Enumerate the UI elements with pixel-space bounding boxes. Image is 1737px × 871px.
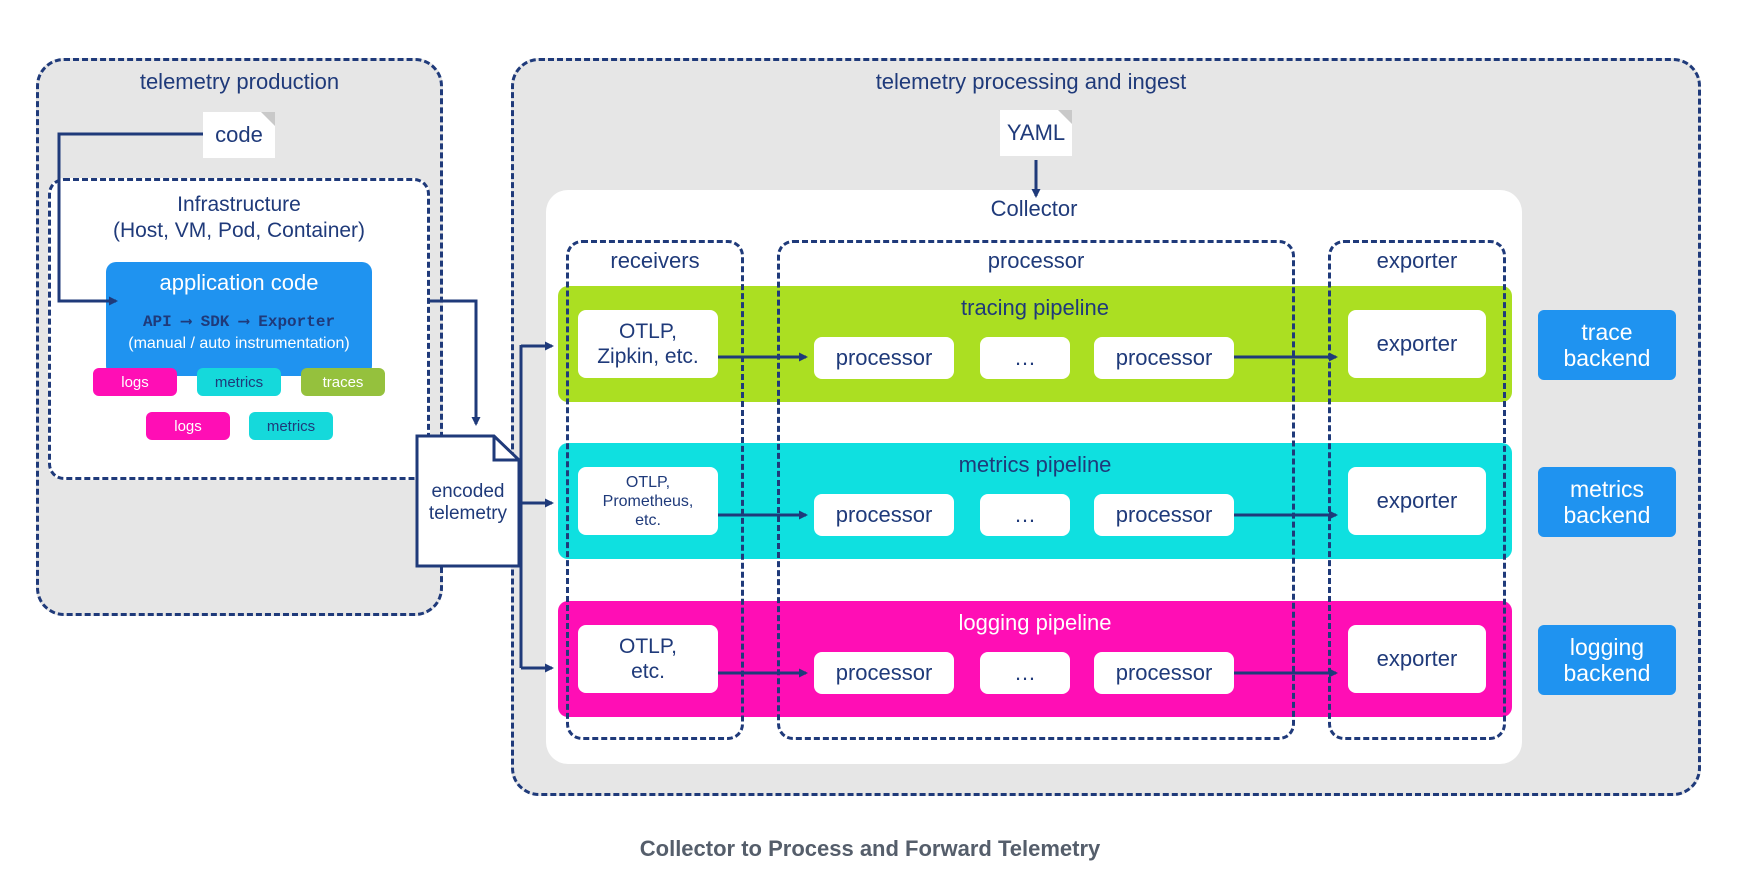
- application-code-flow: API ⟶ SDK ⟶ Exporter: [142, 313, 336, 331]
- metrics-receiver-line-3: etc.: [635, 511, 661, 529]
- metrics-signal-inner: metrics: [197, 368, 281, 396]
- logging-receiver-line-1: OTLP,: [619, 635, 677, 658]
- trace-backend-line-2: backend: [1563, 345, 1651, 371]
- logging-exporter: exporter: [1348, 625, 1486, 693]
- metrics-backend: metrics backend: [1538, 467, 1676, 537]
- logging-backend-line-2: backend: [1563, 660, 1651, 686]
- yaml-file-fold: [1058, 110, 1072, 124]
- tracing-receiver: OTLP, Zipkin, etc.: [578, 310, 718, 378]
- logging-pipeline-title: logging pipeline: [958, 610, 1112, 635]
- logs-signal-inner: logs: [93, 368, 177, 396]
- tracing-receiver-line-2: Zipkin, etc.: [597, 345, 699, 368]
- tracing-processor-ellipsis: …: [980, 337, 1070, 379]
- processor-column-title: processor: [987, 248, 1085, 273]
- logging-processor-ellipsis: …: [980, 652, 1070, 694]
- code-file: code: [203, 112, 275, 158]
- logs-signal-outer: logs: [146, 412, 230, 440]
- receivers-column: [566, 240, 744, 740]
- tracing-processor-1: processor: [814, 337, 954, 379]
- tracing-receiver-line-1: OTLP,: [619, 320, 677, 343]
- telemetry-production-title: telemetry production: [139, 69, 340, 94]
- logging-backend: logging backend: [1538, 625, 1676, 695]
- exporter-column-title: exporter: [1376, 248, 1458, 273]
- logging-backend-line-1: logging: [1569, 634, 1645, 660]
- metrics-backend-line-1: metrics: [1569, 476, 1645, 502]
- diagram-caption: Collector to Process and Forward Telemet…: [639, 836, 1101, 861]
- metrics-processor-ellipsis: …: [980, 494, 1070, 536]
- tracing-processor-2: processor: [1094, 337, 1234, 379]
- encoded-telemetry-fold: [492, 436, 519, 462]
- yaml-file: YAML: [1000, 110, 1072, 156]
- logging-processor-1: processor: [814, 652, 954, 694]
- application-code-title: application code: [159, 270, 319, 295]
- application-code-note: (manual / auto instrumentation): [128, 335, 350, 352]
- tracing-pipeline-title: tracing pipeline: [961, 295, 1109, 320]
- receivers-column-title: receivers: [610, 248, 700, 273]
- encoded-telemetry-label: encoded telemetry: [417, 476, 519, 530]
- metrics-receiver-line-1: OTLP,: [625, 473, 671, 491]
- metrics-receiver: OTLP, Prometheus, etc.: [578, 467, 718, 535]
- infrastructure-title: Infrastructure: [177, 193, 301, 216]
- code-file-fold: [261, 112, 275, 126]
- processor-column: [777, 240, 1295, 740]
- encoded-telemetry-document: [415, 434, 521, 568]
- logging-receiver: OTLP, etc.: [578, 625, 718, 693]
- exporter-column: [1328, 240, 1506, 740]
- metrics-signal-outer: metrics: [249, 412, 333, 440]
- encoded-telemetry-line-2: telemetry: [428, 503, 508, 524]
- code-to-app-arrow: [57, 132, 203, 306]
- collector-title: Collector: [990, 196, 1078, 221]
- application-code-box: [106, 262, 372, 376]
- metrics-processor-2: processor: [1094, 494, 1234, 536]
- trace-backend: trace backend: [1538, 310, 1676, 380]
- logging-receiver-line-2: etc.: [631, 660, 665, 683]
- metrics-pipeline-title: metrics pipeline: [958, 452, 1112, 477]
- trace-backend-line-1: trace: [1581, 319, 1633, 345]
- infrastructure-subtitle: (Host, VM, Pod, Container): [112, 219, 366, 242]
- metrics-processor-1: processor: [814, 494, 954, 536]
- telemetry-processing-title: telemetry processing and ingest: [875, 69, 1187, 94]
- metrics-receiver-line-2: Prometheus,: [602, 492, 694, 510]
- logging-processor-2: processor: [1094, 652, 1234, 694]
- traces-signal-inner: traces: [301, 368, 385, 396]
- metrics-backend-line-2: backend: [1563, 502, 1651, 528]
- tracing-exporter: exporter: [1348, 310, 1486, 378]
- encoded-telemetry-line-1: encoded: [431, 481, 505, 502]
- app-to-encoded-arrow: [430, 299, 481, 426]
- metrics-exporter: exporter: [1348, 467, 1486, 535]
